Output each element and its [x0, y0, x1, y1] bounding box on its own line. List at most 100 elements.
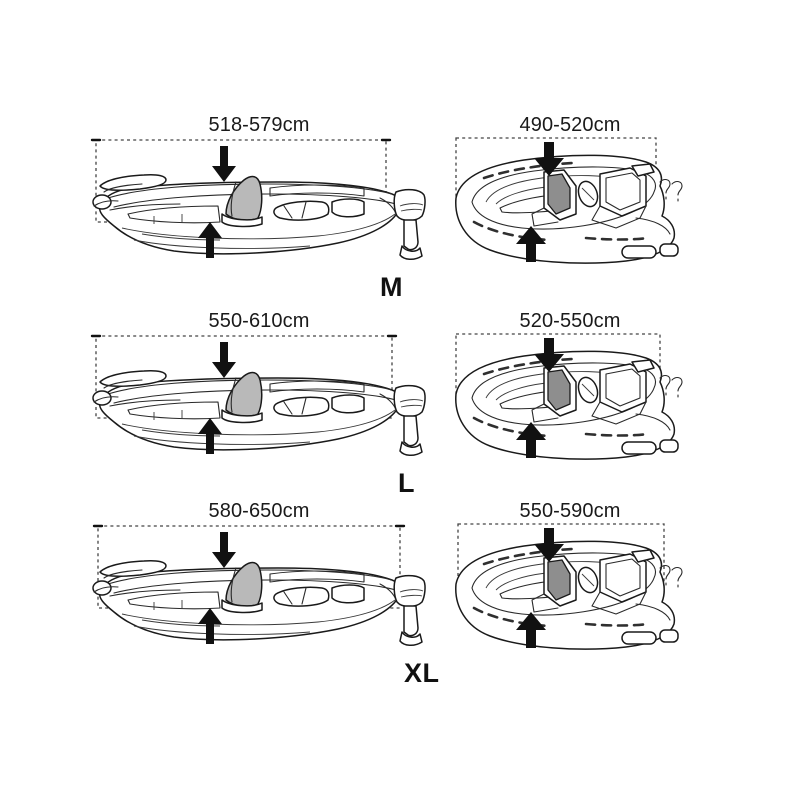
console-face — [547, 173, 571, 215]
bow-pulpit — [99, 560, 167, 577]
tube-dashed-strap-aft — [584, 236, 650, 241]
size-row-xl: 580-650cm — [0, 496, 800, 696]
up-arrow-icon — [516, 422, 546, 458]
helm-seat-inner — [605, 172, 641, 211]
top-view-panel-xl: 550-590cm — [440, 496, 690, 696]
bow-detail-line — [93, 396, 119, 403]
inner-rail-line — [109, 399, 181, 407]
down-arrow-icon — [212, 342, 236, 378]
dimension-label-top-l: 520-550cm — [519, 310, 621, 332]
console-face — [547, 369, 571, 411]
aft-seat-detail — [283, 587, 307, 605]
up-arrow-icon — [516, 612, 546, 648]
dimension-dashed-box — [97, 525, 401, 609]
tube-dashed-strap-aft — [584, 622, 650, 627]
bow-locker-line — [495, 382, 547, 401]
windshield-base — [221, 409, 263, 424]
boat-top-view-l — [455, 333, 683, 460]
boat-side-view-xl — [92, 524, 426, 646]
chine-line-upper — [121, 599, 396, 626]
bow-rail-line — [103, 569, 143, 579]
dimension-label-side-m: 518-579cm — [208, 114, 310, 136]
up-arrow-icon — [198, 608, 222, 644]
tube-dashed-strap-aft — [584, 432, 650, 437]
steering-wheel-spoke — [581, 187, 595, 201]
bow-detail-line — [93, 200, 119, 207]
chine-line-upper — [121, 409, 396, 436]
chine-line-upper — [121, 213, 396, 240]
stern-question-marks — [659, 375, 683, 398]
up-arrow-icon — [198, 222, 222, 258]
down-arrow-icon — [212, 146, 236, 182]
top-view-panel-m: 490-520cm — [440, 110, 690, 310]
aft-cover-panel — [269, 380, 365, 393]
bow-pulpit — [99, 174, 167, 191]
console-face — [547, 559, 571, 601]
stern-question-marks — [659, 565, 683, 588]
rib-inner-deck — [471, 362, 657, 426]
outboard-cowling — [393, 574, 426, 608]
outboard-cowling — [393, 188, 426, 222]
boat-top-view-xl — [455, 523, 683, 650]
stern-locker-1 — [621, 245, 657, 259]
outboard-vents — [399, 203, 424, 212]
dimension-label-side-l: 550-610cm — [208, 310, 310, 332]
bow-pulpit — [99, 370, 167, 387]
cockpit-inner — [127, 591, 221, 610]
windshield-crease — [230, 377, 237, 413]
seat-headrest — [631, 359, 655, 373]
seat-headrest — [631, 163, 655, 177]
tube-dashed-strap-port — [482, 161, 574, 180]
rib-inner-deck — [471, 552, 657, 616]
outboard-skeg — [399, 631, 423, 646]
cockpit-inner — [127, 401, 221, 420]
stern-locker-1 — [621, 441, 657, 455]
dimension-label-side-xl: 580-650cm — [208, 500, 310, 522]
stern-question-marks — [659, 179, 683, 202]
aft-seat-detail — [283, 201, 307, 219]
rib-inner-deck — [471, 166, 657, 230]
top-view-panel-l: 520-550cm — [440, 306, 690, 506]
aft-locker — [331, 584, 365, 604]
size-label-m: M — [380, 272, 403, 302]
aft-cover-panel — [269, 570, 365, 583]
stern-platform-line — [635, 603, 671, 621]
outboard-shaft — [403, 605, 419, 637]
inner-rail-line — [109, 589, 181, 597]
seat-base — [591, 205, 647, 229]
console-base — [531, 593, 559, 613]
cockpit-ribs — [153, 410, 183, 420]
steering-wheel-spoke — [581, 573, 595, 587]
stern-platform-line — [635, 413, 671, 431]
aft-locker — [331, 394, 365, 414]
boat-side-view-m — [90, 138, 426, 260]
up-arrow-icon — [516, 226, 546, 262]
down-arrow-icon — [212, 532, 236, 568]
aft-locker — [331, 198, 365, 218]
down-arrow-icon — [534, 338, 564, 372]
cockpit-ribs — [153, 600, 183, 610]
stern-locker-2 — [659, 629, 679, 643]
tube-dashed-strap-port — [482, 357, 574, 376]
stern-locker-2 — [659, 439, 679, 453]
side-view-panel-l: 550-610cm — [70, 306, 430, 506]
bow-detail-line — [93, 586, 119, 593]
outboard-vents — [399, 399, 424, 408]
dimension-label-top-xl: 550-590cm — [519, 500, 621, 522]
dimension-dashed-box — [455, 333, 661, 403]
outboard-skeg — [399, 441, 423, 456]
dimension-label-top-m: 490-520cm — [519, 114, 621, 136]
size-label-xl: XL — [404, 658, 440, 688]
size-label-l: L — [398, 468, 415, 498]
aft-seat — [273, 200, 330, 221]
aft-cover-panel — [269, 184, 365, 197]
down-arrow-icon — [534, 528, 564, 562]
console-base — [531, 403, 559, 423]
stern-platform-line — [635, 217, 671, 235]
boat-top-view-m — [455, 137, 683, 264]
aft-seat — [273, 396, 330, 417]
cockpit-inner — [127, 205, 221, 224]
dimension-dashed-box — [95, 335, 393, 419]
boat-side-view-l — [90, 334, 426, 456]
